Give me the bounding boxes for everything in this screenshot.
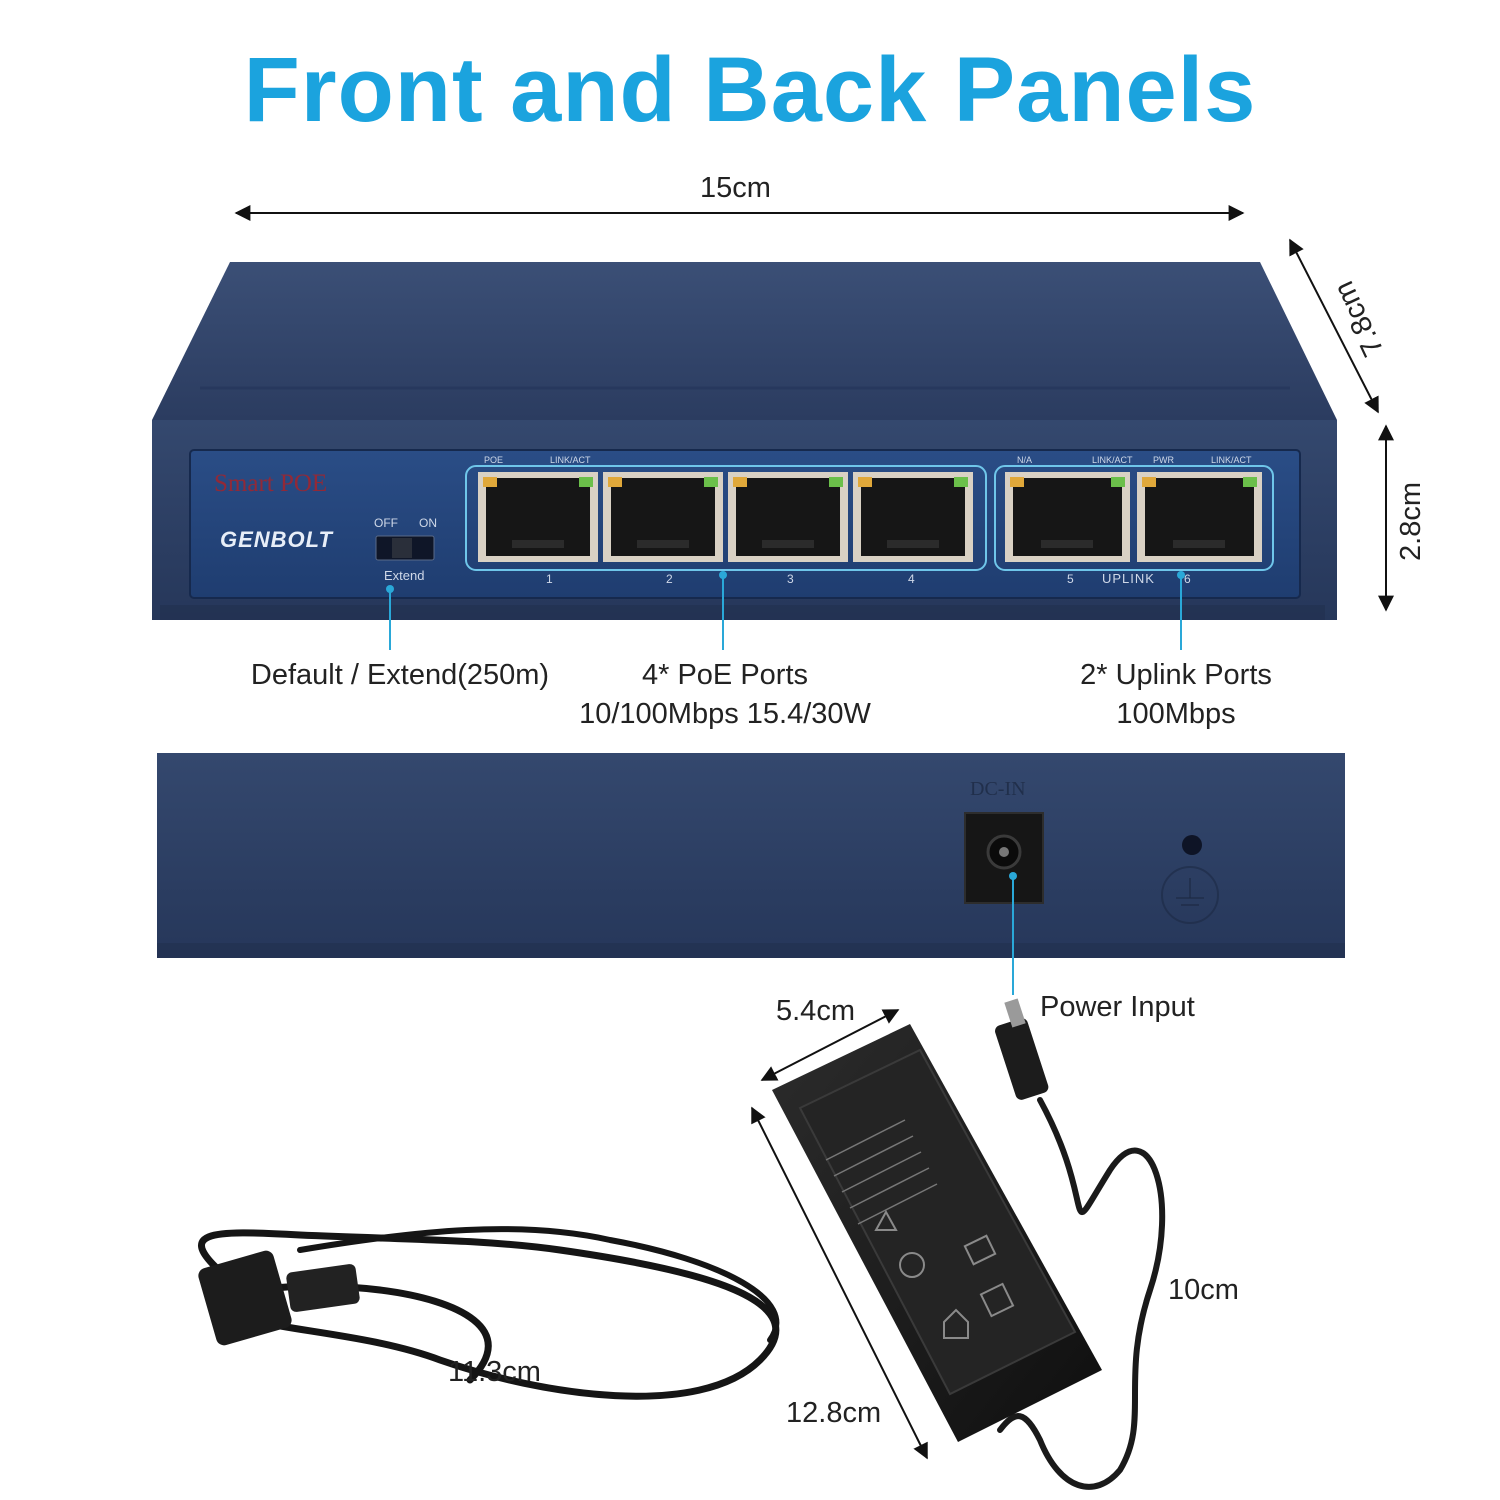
page-title: Front and Back Panels bbox=[243, 39, 1257, 141]
dc-in-label: DC-IN bbox=[970, 778, 1026, 800]
switch-top-face bbox=[152, 262, 1337, 420]
switch-front-view: Smart POE GENBOLT OFF ON Extend POE LINK… bbox=[152, 262, 1337, 620]
dc-cable bbox=[997, 1097, 1166, 1490]
extend-label: Extend bbox=[384, 568, 424, 583]
uplink-ports-highlight bbox=[994, 465, 1274, 571]
warning-icon bbox=[874, 1209, 898, 1231]
uplink-linkact-led-label-2: LINK/ACT bbox=[1211, 455, 1252, 465]
cable-length-label: 10cm bbox=[1168, 1274, 1239, 1306]
rj45-port-4 bbox=[853, 472, 973, 562]
poe-led-label: POE bbox=[484, 455, 503, 465]
poe-ports-callout-line1: 4* PoE Ports bbox=[641, 659, 809, 691]
ce-mark-icon bbox=[963, 1234, 997, 1266]
uplink-ports-callout-line2: 100Mbps bbox=[1116, 698, 1236, 730]
switch-on-label: ON bbox=[419, 516, 437, 530]
linkact-led-label: LINK/ACT bbox=[550, 455, 591, 465]
uplink-ports-callout-line1: 2* Uplink Ports bbox=[1080, 659, 1272, 691]
rj45-port-3 bbox=[728, 472, 848, 562]
dc-plug bbox=[995, 1018, 1049, 1100]
adapter-width-label: 5.4cm bbox=[776, 995, 855, 1027]
double-insulation-icon bbox=[979, 1282, 1015, 1318]
adapter-length-label: 12.8cm bbox=[786, 1397, 882, 1429]
front-callouts bbox=[386, 571, 1185, 650]
port-number-2: 2 bbox=[666, 572, 673, 586]
port-number-5: 5 bbox=[1067, 572, 1074, 586]
ground-screw-hole bbox=[1182, 835, 1202, 855]
uplink-linkact-led-label: LINK/ACT bbox=[1092, 455, 1133, 465]
port-number-4: 4 bbox=[908, 572, 915, 586]
indoor-use-icon bbox=[943, 1308, 969, 1339]
cord-length-label: 11.3cm bbox=[448, 1356, 541, 1388]
adapter-width-arrow bbox=[760, 1009, 900, 1081]
pse-icon bbox=[899, 1252, 925, 1278]
port-number-3: 3 bbox=[787, 572, 794, 586]
poe-ports-callout-line2: 10/100Mbps 15.4/30W bbox=[579, 698, 871, 730]
adapter-length-arrow bbox=[751, 1106, 928, 1460]
ac-cord-plug bbox=[198, 1250, 292, 1346]
depth-arrow bbox=[1289, 238, 1379, 414]
switch-off-label: OFF bbox=[374, 516, 398, 530]
power-adapter bbox=[198, 998, 1166, 1490]
pwr-led-label: PWR bbox=[1153, 455, 1174, 465]
port-number-1: 1 bbox=[546, 572, 553, 586]
ground-symbol bbox=[1161, 866, 1219, 924]
dimension-arrows bbox=[234, 205, 1394, 1460]
genbolt-logo: GENBOLT bbox=[220, 527, 333, 552]
na-led-label: N/A bbox=[1017, 455, 1032, 465]
switch-back-view: DC-IN bbox=[157, 753, 1345, 958]
rj45-port-5 bbox=[1005, 472, 1130, 562]
back-panel-face bbox=[157, 753, 1345, 958]
rj45-port-1 bbox=[478, 472, 598, 562]
poe-ports-highlight bbox=[465, 465, 987, 571]
power-callout bbox=[1009, 872, 1017, 995]
rj45-port-2 bbox=[603, 472, 723, 562]
height-dimension-label: 2.8cm bbox=[1394, 482, 1427, 561]
port-number-6: 6 bbox=[1184, 572, 1191, 586]
power-input-callout-label: Power Input bbox=[1040, 991, 1195, 1023]
uplink-label: UPLINK bbox=[1102, 571, 1155, 586]
extend-callout-label: Default / Extend(250m) bbox=[250, 659, 550, 691]
rj45-port-6 bbox=[1137, 472, 1262, 562]
width-dimension-label: 15cm bbox=[700, 172, 771, 204]
smart-poe-tag: Smart POE bbox=[214, 470, 327, 497]
